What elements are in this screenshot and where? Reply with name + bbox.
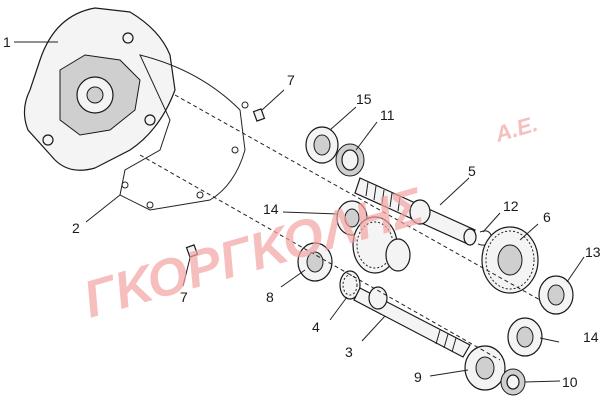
gearbox-housing — [23, 7, 176, 171]
callout-14-lower: 14 — [583, 329, 599, 345]
callout-8: 8 — [266, 289, 274, 305]
callout-13: 13 — [585, 244, 601, 260]
callout-7-upper: 7 — [287, 72, 295, 88]
callout-4: 4 — [312, 319, 320, 335]
output-shaft-3 — [353, 286, 471, 358]
callout-9: 9 — [414, 369, 422, 385]
seal-10 — [500, 368, 526, 396]
bearing-15 — [305, 126, 339, 164]
callout-14-upper: 14 — [263, 201, 279, 217]
callout-15: 15 — [356, 91, 372, 107]
gear-6 — [481, 226, 539, 294]
splined-shaft-5 — [354, 177, 477, 246]
callout-3: 3 — [345, 344, 353, 360]
callout-12: 12 — [503, 198, 519, 214]
callout-1: 1 — [3, 34, 11, 50]
callout-6: 6 — [543, 209, 551, 225]
dowel-pin-upper — [252, 108, 266, 122]
bearing-14-lower — [507, 317, 543, 357]
watermark-suffix: Α.Ε. — [492, 111, 541, 147]
callout-7-lower: 7 — [180, 289, 188, 305]
oil-seal-11 — [335, 143, 365, 177]
bearing-9 — [464, 345, 506, 391]
callout-10: 10 — [562, 374, 578, 390]
callout-5: 5 — [468, 163, 476, 179]
bearing-13 — [538, 275, 574, 315]
callout-2: 2 — [72, 220, 80, 236]
dowel-pin-lower — [185, 244, 199, 258]
gasket — [119, 54, 246, 211]
callout-11: 11 — [380, 107, 395, 123]
gear-cluster — [352, 216, 411, 274]
